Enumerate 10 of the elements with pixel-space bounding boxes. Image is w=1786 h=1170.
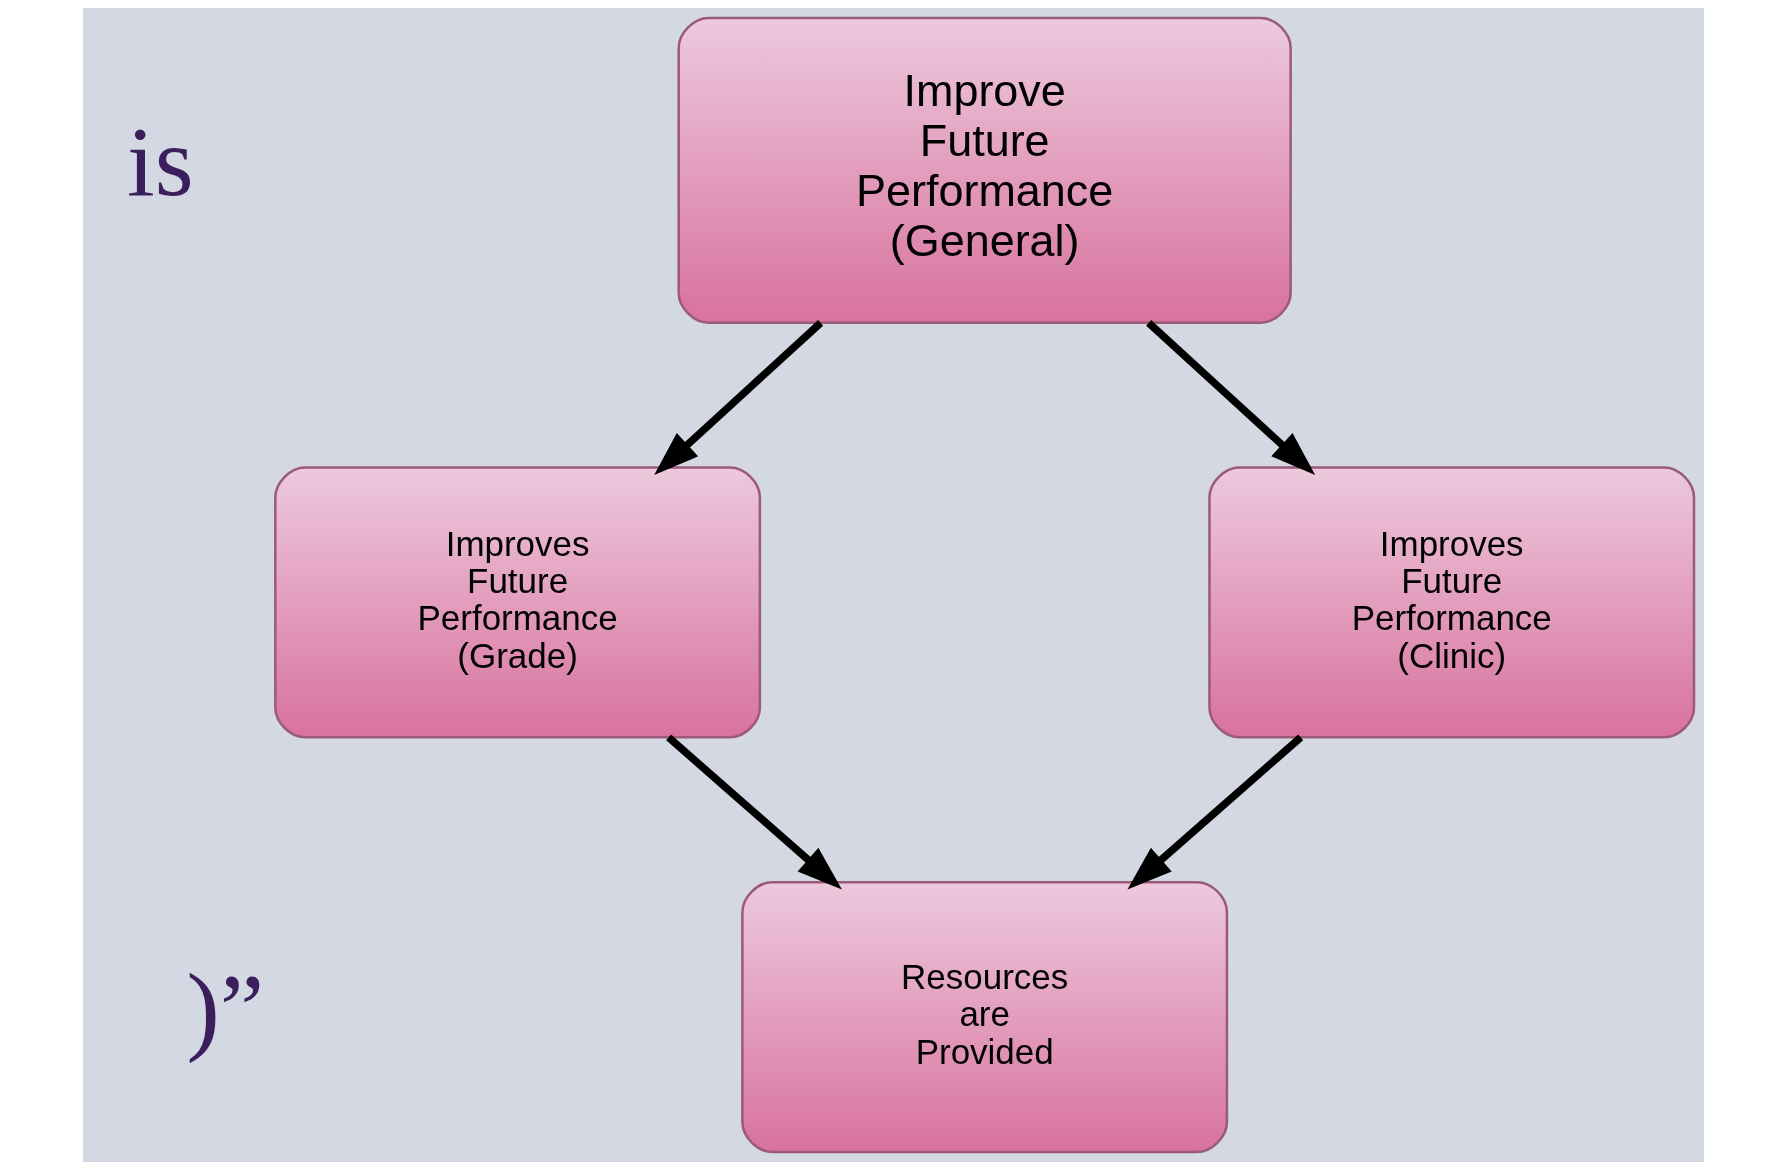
- label: )”: [186, 953, 264, 1065]
- node-box: Resources are Provided: [740, 880, 1228, 1154]
- node-box: Improve Future Performance (General): [676, 16, 1292, 324]
- node-box: Improves Future Performance (Clinic): [1207, 466, 1695, 739]
- node-box: Improves Future Performance (Grade): [273, 466, 761, 739]
- arrow: [653, 320, 823, 476]
- arrow: [1145, 320, 1315, 476]
- arrow: [1126, 734, 1303, 890]
- label: is: [126, 106, 194, 218]
- arrow: [665, 734, 842, 890]
